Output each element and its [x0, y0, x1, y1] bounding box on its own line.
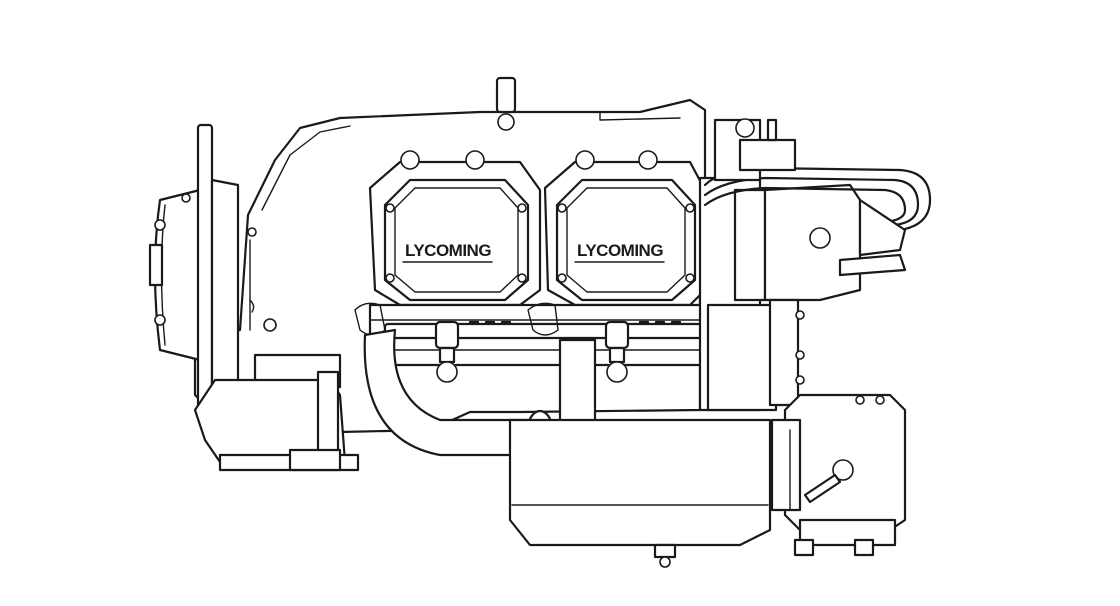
cylinder-left: LYCOMING	[368, 150, 542, 307]
right-cover-label: LYCOMING	[577, 241, 663, 260]
spark-plug-right	[604, 320, 630, 383]
cylinder-right: LYCOMING	[543, 150, 707, 307]
lifting-lug	[495, 76, 517, 131]
spark-plug-left	[434, 320, 460, 383]
valve-cover-left	[383, 178, 530, 302]
fuel-lines	[703, 166, 932, 277]
valve-cover-right	[555, 178, 697, 302]
left-cover-label: LYCOMING	[405, 241, 491, 260]
top-right-fittings	[713, 118, 797, 182]
propeller-flange	[148, 123, 240, 409]
oil-sump	[508, 418, 772, 568]
accessory-case	[698, 176, 862, 412]
lower-left-housing	[193, 353, 360, 472]
throttle-lever	[803, 459, 854, 504]
